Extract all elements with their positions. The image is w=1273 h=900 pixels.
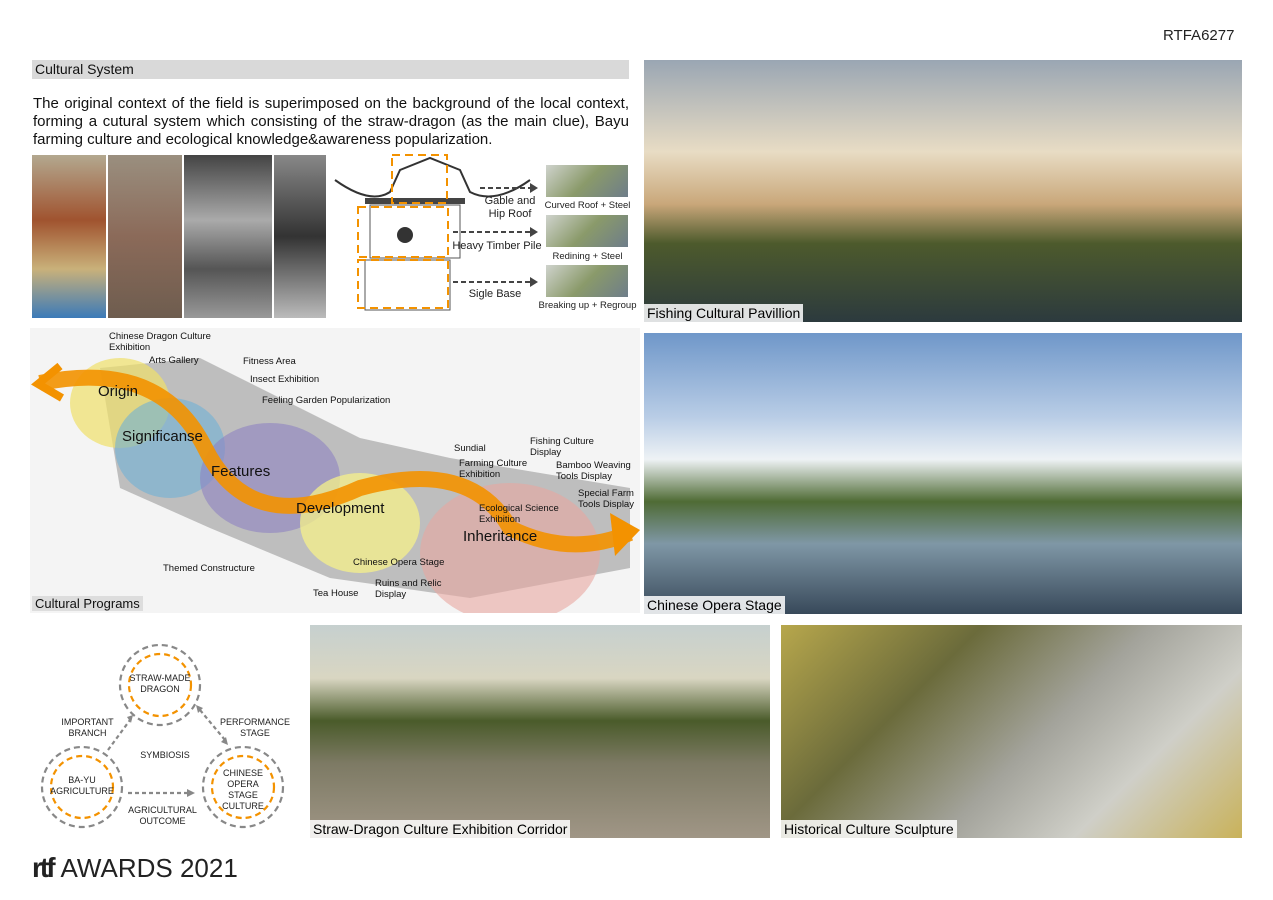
photo-caption: Historical Culture Sculpture [781,820,957,838]
photo-caption: Chinese Opera Stage [644,596,785,614]
logo-text: AWARDS 2021 [60,852,238,883]
program-label: Sundial [454,443,486,454]
stage-development: Development [296,500,385,517]
logo-mark: rtf [32,852,55,883]
part-pile: Heavy Timber Pile [452,240,542,252]
program-label: Fishing Culture Display [530,436,594,458]
node-bayu-agriculture: BA-YU AGRICULTURE [50,775,114,796]
project-code: RTFA6277 [1163,27,1235,44]
fishing-pavilion-render: Fishing Cultural Pavillion [644,60,1242,322]
edge-important-branch: IMPORTANT BRANCH [61,717,114,738]
opera-stage-render: Chinese Opera Stage [644,333,1242,614]
node-chinese-opera: CHINESE OPERA STAGE CULTURE [222,768,264,811]
pile-thumb [546,215,628,247]
sculpture-render: Historical Culture Sculpture [781,625,1242,838]
cycle-circles [40,643,285,829]
program-label: Insect Exhibition [250,374,320,385]
description: The original context of the field is sup… [33,95,629,148]
program-label: Ecological Science Exhibition [479,503,559,525]
stage-origin: Origin [98,383,139,400]
node-straw-dragon: STRAW-MADE DRAGON [129,673,191,694]
program-label: Chinese Dragon Culture Exhibition [109,331,211,353]
section-title: Cultural System [32,60,629,79]
program-label: Themed Constructure [163,563,255,574]
edge-agricultural-outcome: AGRICULTURAL OUTCOME [128,805,197,826]
base-thumb [546,265,628,297]
pavilion-sketch [334,154,538,311]
program-label: Fitness Area [243,356,296,367]
stage-inheritance: Inheritance [463,528,538,545]
program-label: Farming Culture Exhibition [459,458,528,480]
program-label: Chinese Opera Stage [353,557,445,568]
program-label: Tea House [313,588,359,599]
map-title: Cultural Programs [32,596,143,611]
site-plan [31,358,640,613]
straw-dragon-photo [32,155,106,318]
photo-caption: Straw-Dragon Culture Exhibition Corridor [310,820,571,838]
edge-performance-stage: PERFORMANCE STAGE [219,717,290,738]
transform-roof: Curved Roof + Steel [544,200,631,211]
cultural-cycle-diagram: STRAW-MADE DRAGON BA-YU AGRICULTURE CHIN… [30,625,310,845]
cultural-programs-map: Origin Significanse Features Development… [30,328,640,613]
photo-caption: Fishing Cultural Pavillion [644,304,804,322]
program-label: Ruins and Relic Display [375,578,442,600]
stage-significanse: Significanse [122,428,203,445]
program-label: Special Farm Tools Display [578,488,634,510]
craft-photo [274,155,326,318]
rtf-awards-logo: rtf AWARDS 2021 [32,852,238,884]
structure-diagram: Gable and Hip Roof Heavy Timber Pile Sig… [330,150,640,320]
photo-collage [32,155,326,318]
transform-pile: Redining + Steel [552,251,623,262]
roof-thumb [546,165,628,197]
stage-features: Features [211,463,271,480]
program-label: Feeling Garden Popularization [262,395,391,406]
part-roof: Gable and Hip Roof [484,195,536,220]
program-label: Bamboo Weaving Tools Display [556,460,631,482]
part-base: Sigle Base [468,288,522,300]
straw-dragon-photo-2 [107,155,182,318]
farming-photo [183,155,273,318]
transform-base: Breaking up + Regroup [538,300,637,311]
center-symbiosis: SYMBIOSIS [140,750,190,760]
corridor-render: Straw-Dragon Culture Exhibition Corridor [310,625,770,838]
program-label: Arts Gallery [149,355,199,366]
